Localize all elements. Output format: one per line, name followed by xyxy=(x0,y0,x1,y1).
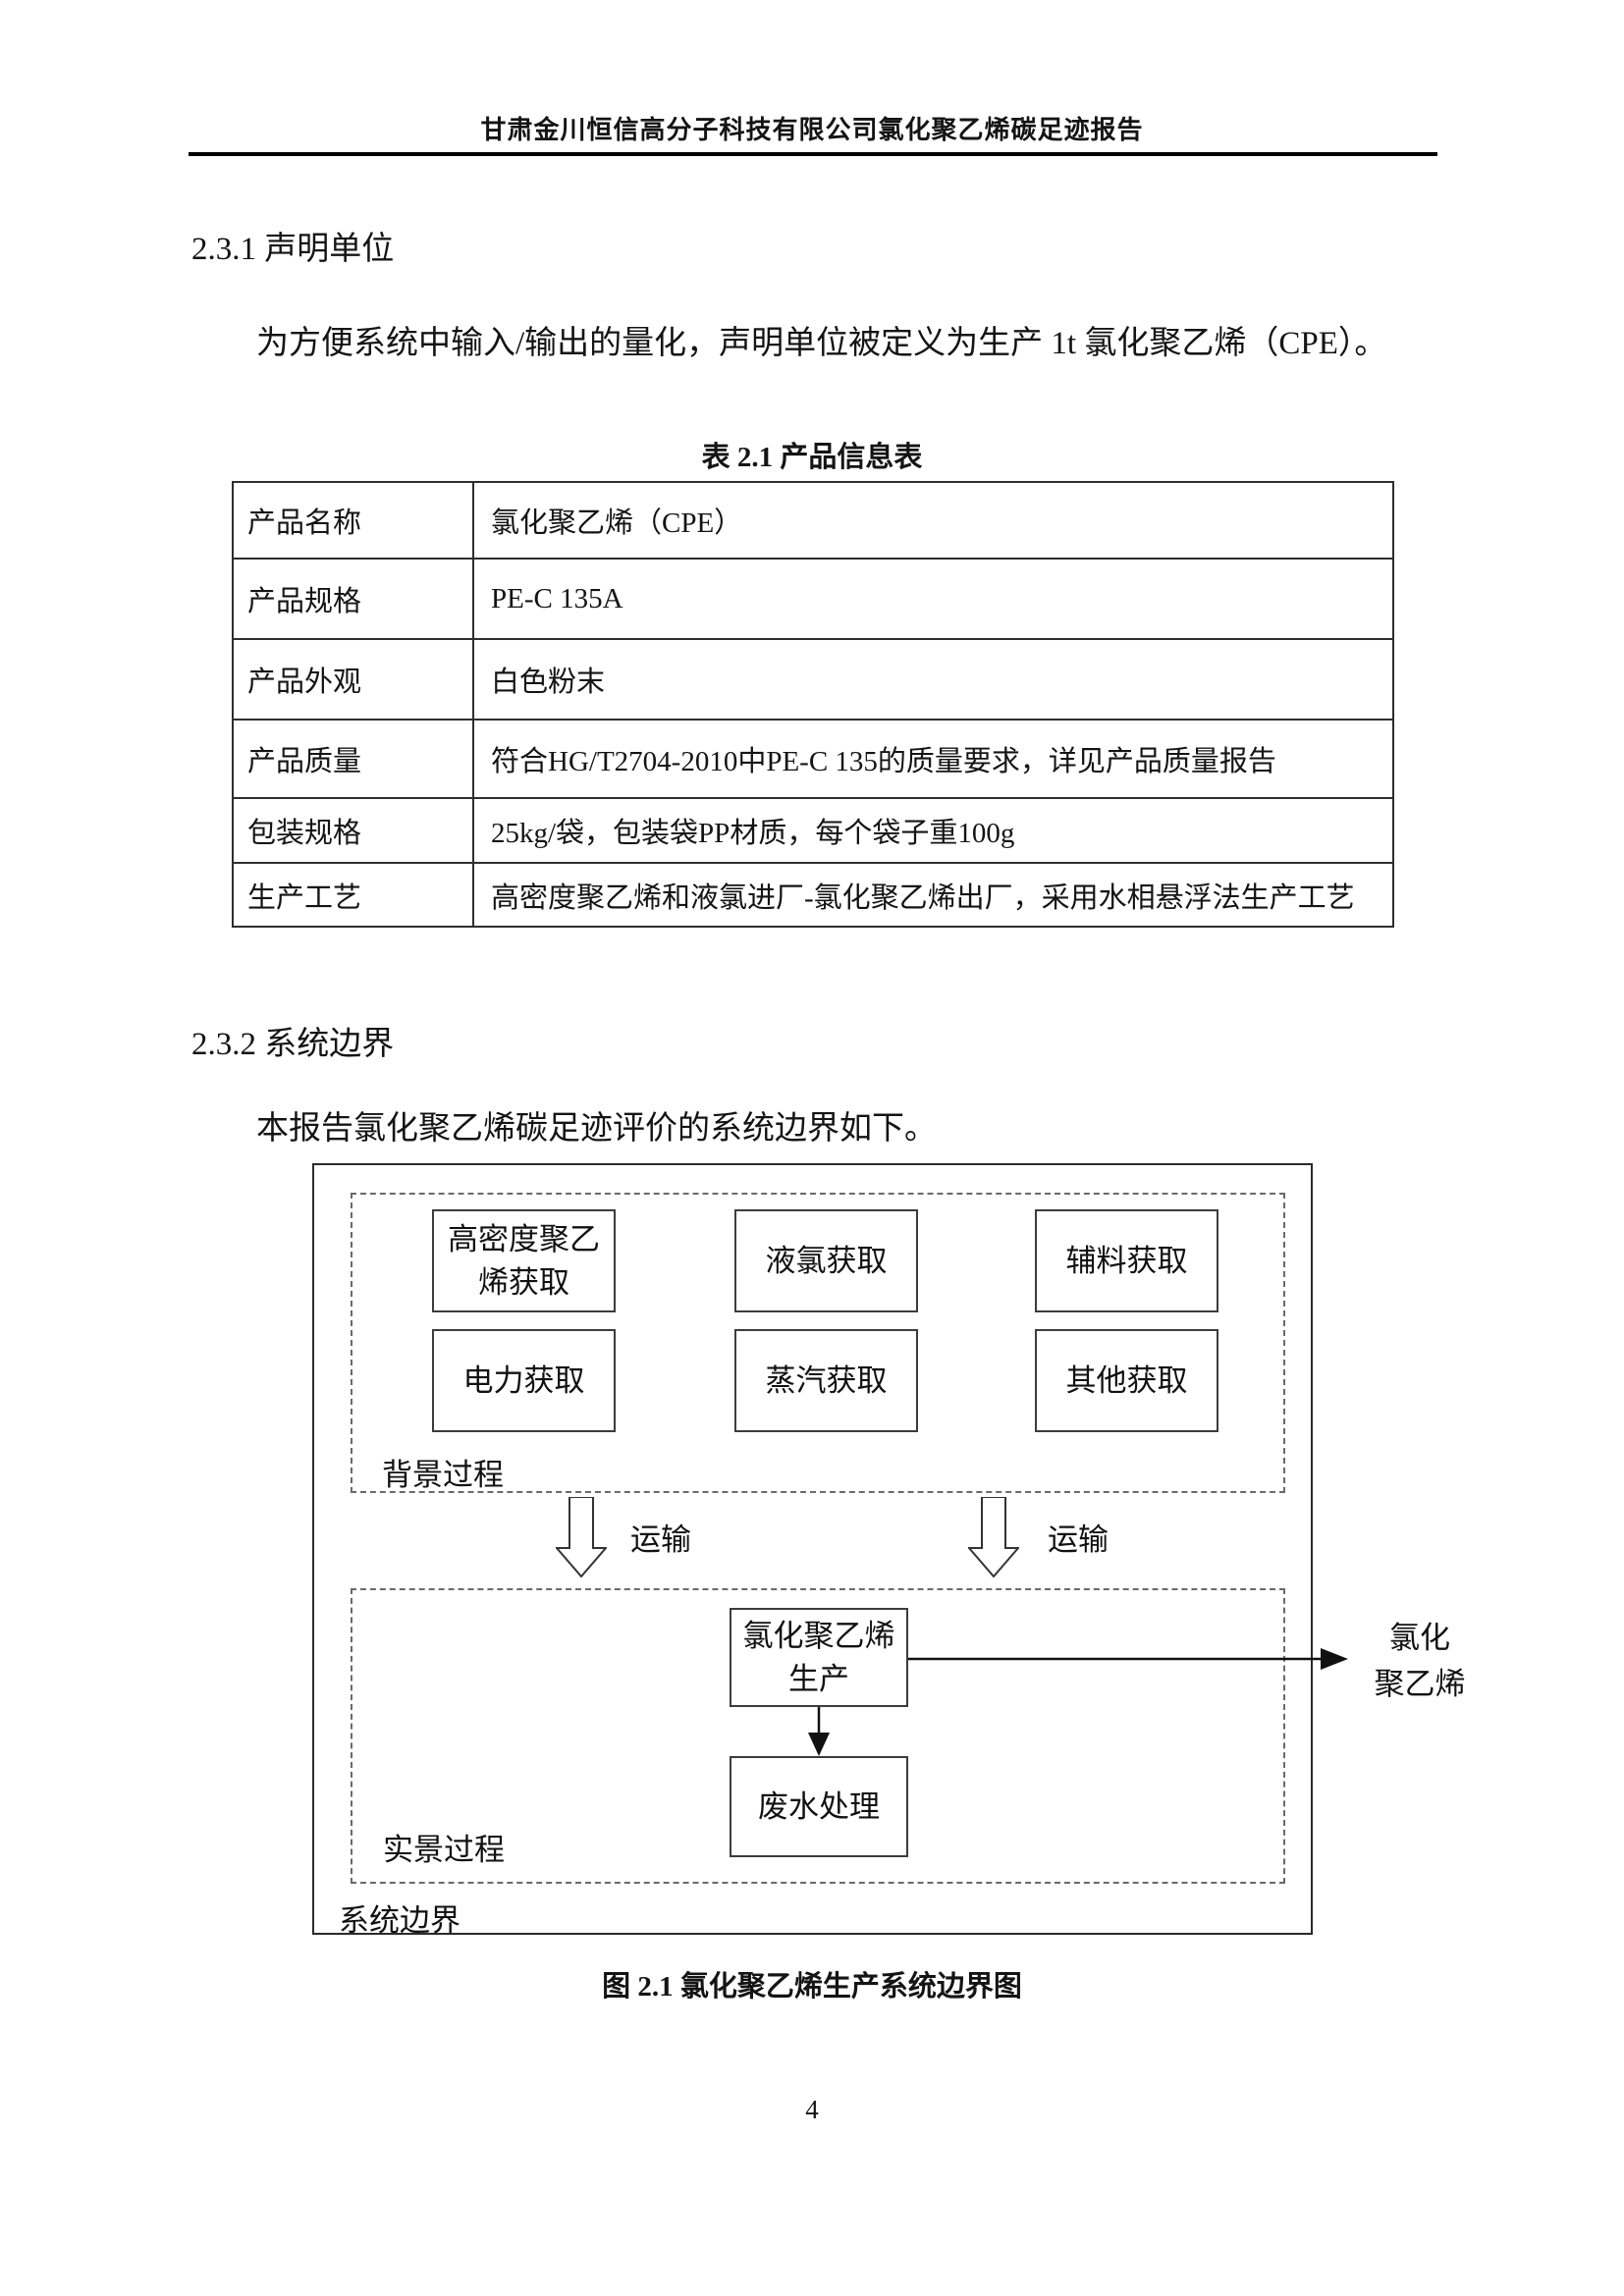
process-box-auxiliary: 辅料获取 xyxy=(1035,1209,1218,1312)
section-heading-232: 2.3.2 系统边界 xyxy=(191,1027,395,1062)
header-rule xyxy=(189,152,1437,156)
row-value: PE-C 135A xyxy=(472,558,1394,640)
transport-arrow-icon xyxy=(556,1497,607,1577)
output-label-line: 聚乙烯 xyxy=(1374,1667,1466,1701)
production-box: 氯化聚乙烯生产 xyxy=(730,1608,908,1707)
page-header: 甘肃金川恒信高分子科技有限公司氯化聚乙烯碳足迹报告 xyxy=(480,116,1144,144)
row-label: 产品外观 xyxy=(232,638,474,721)
background-process-label: 背景过程 xyxy=(382,1458,504,1492)
table-row: 产品名称 氯化聚乙烯（CPE） xyxy=(232,481,1394,560)
process-box-hdpe: 高密度聚乙烯获取 xyxy=(432,1209,616,1312)
output-product-label: 氯化 聚乙烯 xyxy=(1353,1615,1487,1707)
table-row: 产品规格 PE-C 135A xyxy=(232,558,1394,640)
figure-caption: 图 2.1 氯化聚乙烯生产系统边界图 xyxy=(602,1971,1022,2002)
table-row: 产品外观 白色粉末 xyxy=(232,638,1394,721)
row-label: 生产工艺 xyxy=(232,862,474,928)
foreground-process-label: 实景过程 xyxy=(383,1833,505,1867)
row-label: 产品质量 xyxy=(232,719,474,799)
table-row: 生产工艺 高密度聚乙烯和液氯进厂-氯化聚乙烯出厂，采用水相悬浮法生产工艺 xyxy=(232,862,1394,928)
process-box-electricity: 电力获取 xyxy=(432,1329,616,1432)
system-boundary-diagram: 高密度聚乙烯获取 液氯获取 辅料获取 电力获取 蒸汽获取 其他获取 背景过程 运… xyxy=(312,1163,1466,1938)
background-process-zone xyxy=(351,1193,1285,1493)
process-box-liquid-chlorine: 液氯获取 xyxy=(734,1209,918,1312)
table-row: 产品质量 符合HG/T2704-2010中PE-C 135的质量要求，详见产品质… xyxy=(232,719,1394,799)
row-value: 符合HG/T2704-2010中PE-C 135的质量要求，详见产品质量报告 xyxy=(472,719,1394,799)
transport-arrow-icon xyxy=(968,1497,1019,1577)
section-231-paragraph: 为方便系统中输入/输出的量化，声明单位被定义为生产 1t 氯化聚乙烯（CPE）。 xyxy=(256,326,1387,361)
row-value: 25kg/袋，包装袋PP材质，每个袋子重100g xyxy=(472,797,1394,864)
process-box-other: 其他获取 xyxy=(1035,1329,1218,1432)
table-row: 包装规格 25kg/袋，包装袋PP材质，每个袋子重100g xyxy=(232,797,1394,864)
section-heading-231: 2.3.1 声明单位 xyxy=(191,232,395,267)
output-arrow-icon xyxy=(908,1648,1348,1670)
section-232-paragraph: 本报告氯化聚乙烯碳足迹评价的系统边界如下。 xyxy=(256,1111,937,1147)
row-value: 氯化聚乙烯（CPE） xyxy=(472,481,1394,560)
process-box-steam: 蒸汽获取 xyxy=(734,1329,918,1432)
transport-label: 运输 xyxy=(630,1522,691,1557)
table-caption: 表 2.1 产品信息表 xyxy=(701,442,923,473)
down-arrow-icon xyxy=(808,1707,830,1756)
row-label: 产品规格 xyxy=(232,558,474,640)
output-label-line: 氯化 xyxy=(1389,1621,1450,1655)
foreground-process-zone xyxy=(351,1588,1285,1884)
page-number: 4 xyxy=(805,2095,819,2124)
product-info-table: 产品名称 氯化聚乙烯（CPE） 产品规格 PE-C 135A 产品外观 白色粉末… xyxy=(232,481,1394,928)
row-label: 包装规格 xyxy=(232,797,474,864)
row-value: 白色粉末 xyxy=(472,638,1394,721)
wastewater-box: 废水处理 xyxy=(730,1756,908,1857)
transport-label: 运输 xyxy=(1048,1522,1109,1557)
system-boundary-label: 系统边界 xyxy=(339,1903,460,1938)
row-value: 高密度聚乙烯和液氯进厂-氯化聚乙烯出厂，采用水相悬浮法生产工艺 xyxy=(472,862,1394,928)
row-label: 产品名称 xyxy=(232,481,474,560)
